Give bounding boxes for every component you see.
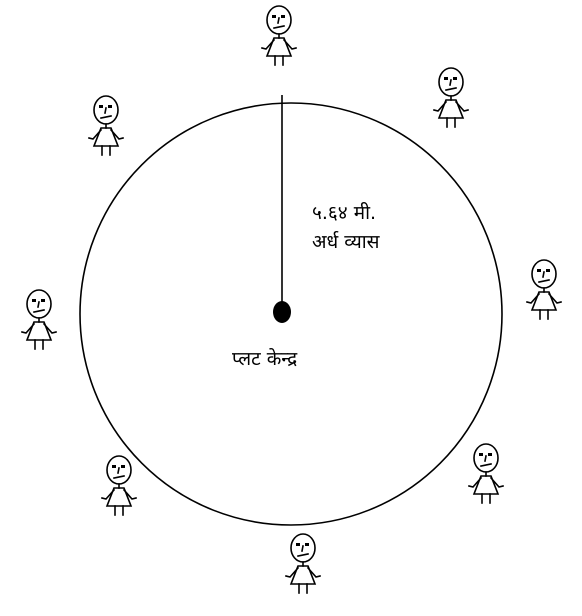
person-icon: [101, 455, 137, 516]
person-icon: [285, 533, 321, 594]
plot-center-label: प्लट केन्द्र: [232, 347, 298, 370]
person-icon: [88, 95, 124, 156]
radius-value-label: ५.६४ मी.: [312, 201, 376, 224]
person-icon: [21, 289, 57, 350]
person-icon: [433, 67, 469, 128]
person-icon: [261, 5, 297, 66]
plot-center-dot: [273, 301, 291, 323]
radius-caption-label: अर्ध व्यास: [312, 230, 381, 253]
person-icon: [526, 259, 562, 320]
person-icon: [468, 443, 504, 504]
plot-boundary-circle: [79, 102, 503, 526]
